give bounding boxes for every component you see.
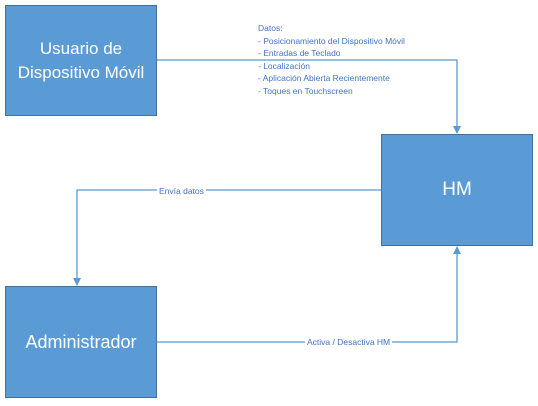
datos-item: - Aplicación Abierta Recientemente [258, 73, 390, 83]
node-administrador: Administrador [5, 286, 157, 398]
connector-user-to-hm [157, 59, 461, 134]
datos-item: - Entradas de Teclado [258, 48, 341, 58]
edge-label-datos: Datos: - Posicionamiento del Dispositivo… [258, 22, 405, 97]
datos-item: - Posicionamiento del Dispositivo Móvil [258, 35, 405, 46]
node-usuario-line1: Usuario de [39, 38, 123, 58]
edge-label-activa-desactiva: Activa / Desactiva HM [305, 336, 393, 349]
node-hm: HM [381, 134, 533, 246]
datos-title: Datos: [258, 23, 283, 33]
node-usuario-line2: Dispositivo Móvil [17, 62, 145, 82]
node-usuario-dispositivo-movil: Usuario de Dispositivo Móvil [5, 5, 157, 116]
node-administrador-label: Administrador [25, 332, 137, 352]
datos-item: - Localización [258, 60, 310, 71]
connector-admin-to-hm [157, 246, 461, 343]
edge-label-envia-datos: Envía datos [157, 185, 206, 198]
connector-hm-to-admin [73, 189, 381, 286]
node-hm-label: HM [442, 179, 472, 200]
datos-item: - Toques en Touchscreen [258, 85, 353, 96]
